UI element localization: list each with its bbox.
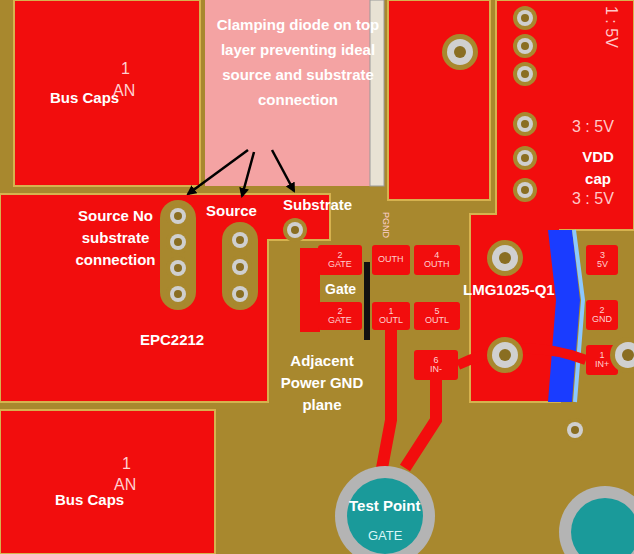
pad [414, 302, 460, 330]
part-label: EPC2212 [140, 332, 204, 349]
pad-number: 1 [122, 455, 131, 473]
callout-label: Substrate [283, 197, 352, 214]
pin-name: 1 OUTL [379, 307, 403, 326]
part-label: LMG1025-Q1 [463, 282, 555, 299]
callout-label: Source No substrate connection [68, 205, 163, 271]
net-label: PGND [380, 212, 390, 238]
bus-cap-plane [14, 0, 200, 186]
source-plane [0, 194, 330, 402]
gate-trace [300, 248, 320, 332]
net-label: 3 : 5V [572, 118, 614, 136]
bus-cap-plane [0, 410, 215, 554]
pin-name: 4 OUTH [424, 251, 450, 270]
pin-name: 2 GND [592, 306, 612, 325]
pin-name: 6 IN- [430, 356, 442, 375]
part-label: VDD cap [574, 146, 622, 190]
trace [382, 330, 391, 468]
pin-name: 2 GATE [328, 251, 352, 270]
top-plane [388, 0, 490, 200]
trace [405, 380, 436, 468]
test-point-label: Test Point [349, 498, 420, 515]
pad [586, 300, 618, 330]
part-label: Bus Caps [50, 90, 119, 107]
signal-label: Gate [325, 282, 356, 297]
pin-name: OUTH [378, 255, 404, 264]
pad-name: AN [114, 476, 136, 494]
net-label: 1 : 5V [602, 6, 620, 48]
pad [372, 245, 410, 275]
pad [318, 245, 362, 275]
net-label: 3 : 5V [572, 190, 614, 208]
pad [318, 302, 362, 330]
pad-number: 1 [121, 60, 130, 78]
pad [414, 350, 458, 380]
pin-name: 5 OUTL [425, 307, 449, 326]
callout-note: Clamping diode on top layer preventing i… [212, 12, 384, 112]
callout-arrow [188, 150, 294, 196]
pin-name: 3 5V [597, 251, 608, 270]
part-label: Bus Caps [55, 492, 124, 509]
pin-name: 1 IN+ [595, 351, 609, 370]
callout-label: Adjacent Power GND plane [272, 350, 372, 416]
via-slot [160, 200, 196, 310]
keepout [364, 262, 370, 340]
callout-label: Source [206, 203, 257, 220]
via-slot [222, 222, 258, 310]
test-point-label: GATE [368, 529, 402, 543]
vias [166, 6, 634, 442]
pad [414, 245, 460, 275]
vdd-plane [470, 0, 634, 402]
inner-layer-edge [574, 230, 583, 402]
test-point [335, 466, 634, 554]
pad [372, 302, 410, 330]
pad-name: AN [113, 82, 135, 100]
pad [586, 245, 618, 275]
pin-name: 2 GATE [328, 307, 352, 326]
